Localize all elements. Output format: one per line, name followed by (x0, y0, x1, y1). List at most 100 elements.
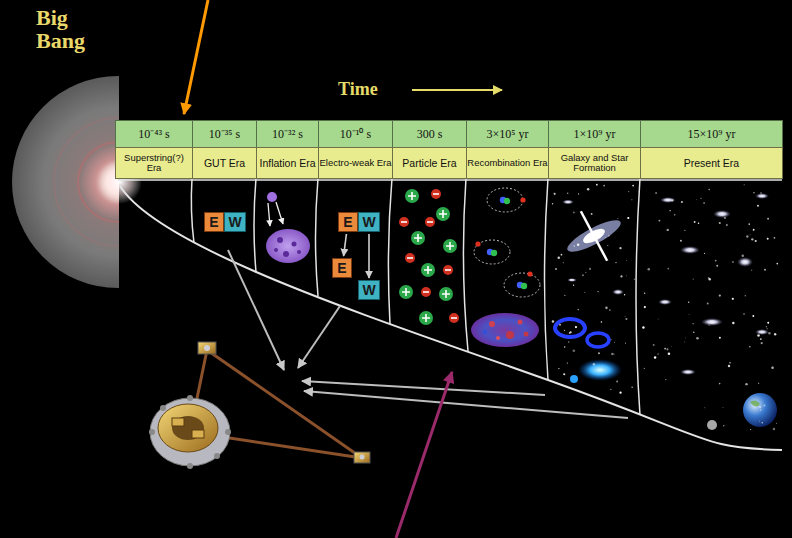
inflation-illustration (266, 192, 310, 263)
star-dot (562, 262, 564, 264)
atoms (520, 197, 525, 202)
background-radiation-map (489, 321, 495, 327)
particle-soup (419, 311, 433, 325)
big-bang-sphere (54, 118, 119, 246)
galaxy-formation (567, 278, 577, 282)
particle-soup (402, 288, 410, 296)
star-dot (708, 189, 710, 191)
lisa-spacecraft (354, 452, 370, 463)
particle-soup (436, 207, 450, 221)
star-dot (757, 205, 759, 207)
particle-soup (405, 253, 415, 263)
star-dot (744, 184, 745, 185)
star-dot (715, 260, 717, 262)
star-dot (760, 192, 762, 194)
present-universe (737, 257, 753, 267)
lisa-spacecraft (150, 398, 230, 466)
star-dot (759, 406, 761, 408)
star-dot (569, 331, 571, 333)
star-dot (694, 221, 696, 223)
present-universe (701, 318, 723, 326)
node-text: 15×10⁹ yr (688, 128, 736, 141)
star-dot (658, 220, 660, 222)
star-dot (757, 334, 760, 337)
node-text: 3×10⁵ yr (487, 128, 529, 141)
lisa-spacecraft (187, 395, 193, 401)
force-box: E (204, 212, 224, 232)
star-dot (767, 218, 769, 220)
star-dot (631, 199, 632, 200)
star-dot (774, 237, 776, 239)
star-dot (700, 198, 701, 199)
star-dot (716, 265, 718, 267)
particle-soup (449, 313, 459, 323)
star-dot (670, 346, 672, 348)
star-dot (767, 238, 769, 240)
lisa-spacecraft (172, 418, 184, 426)
star-dot (628, 191, 629, 192)
star-dot (582, 274, 584, 276)
star-dot (634, 279, 636, 281)
node-text: Recombination Era (467, 158, 547, 168)
lisa-spacecraft (149, 429, 155, 435)
star-dot (729, 362, 730, 363)
lisa-spacecraft (149, 342, 370, 469)
star-dot (749, 234, 751, 236)
particle-soup (443, 239, 457, 253)
star-dot (632, 185, 634, 187)
star-dot (680, 240, 682, 242)
lisa-spacecraft (172, 416, 204, 440)
present-universe (755, 193, 769, 199)
era-cell: Galaxy and Star Formation (548, 147, 641, 179)
star-dot (569, 332, 571, 334)
star-dot (617, 218, 619, 220)
star-dot (577, 243, 580, 246)
star-dot (708, 277, 710, 279)
particle-soup (439, 210, 447, 218)
force-box: E (338, 212, 358, 232)
particle-soup (424, 266, 432, 274)
star-dot (647, 268, 650, 271)
node-text: Galaxy and Star Formation (549, 153, 640, 173)
star-dot (732, 261, 734, 263)
atoms (491, 250, 497, 256)
timeline-cone (463, 178, 468, 351)
star-dot (657, 353, 658, 354)
era-cell: Electro-weak Era (318, 147, 393, 179)
observation-arrows (304, 391, 628, 418)
lisa-spacecraft (160, 405, 166, 411)
star-dot (752, 315, 754, 317)
time-cell: 15×10⁹ yr (640, 120, 783, 148)
node-text: GUT Era (204, 158, 245, 169)
star-dot (567, 362, 568, 363)
star-dot (561, 254, 563, 256)
atoms (504, 198, 510, 204)
present-universe (660, 197, 676, 203)
star-dot (557, 256, 560, 259)
star-dot (568, 341, 569, 342)
node-text: E (209, 214, 218, 230)
atoms (527, 271, 532, 276)
particle-soup (407, 257, 413, 259)
particle-soup (439, 287, 453, 301)
star-dot (767, 322, 769, 324)
star-dot (607, 245, 608, 246)
node-text: 1×10⁹ yr (574, 128, 616, 141)
lisa-spacecraft (207, 350, 362, 458)
star-dot (558, 368, 559, 369)
star-dot (591, 213, 593, 215)
star-dot (620, 275, 622, 277)
node-text: E (343, 214, 352, 230)
star-dot (567, 193, 568, 194)
star-dot (577, 309, 579, 311)
present-universe (707, 420, 717, 430)
star-dot (624, 315, 626, 317)
star-dot (613, 353, 615, 355)
present-universe (658, 193, 777, 430)
particle-soup (431, 189, 441, 199)
particle-soup (427, 221, 433, 223)
star-dot (684, 230, 685, 231)
observation-arrows (228, 250, 628, 418)
inflation-illustration (297, 250, 301, 254)
